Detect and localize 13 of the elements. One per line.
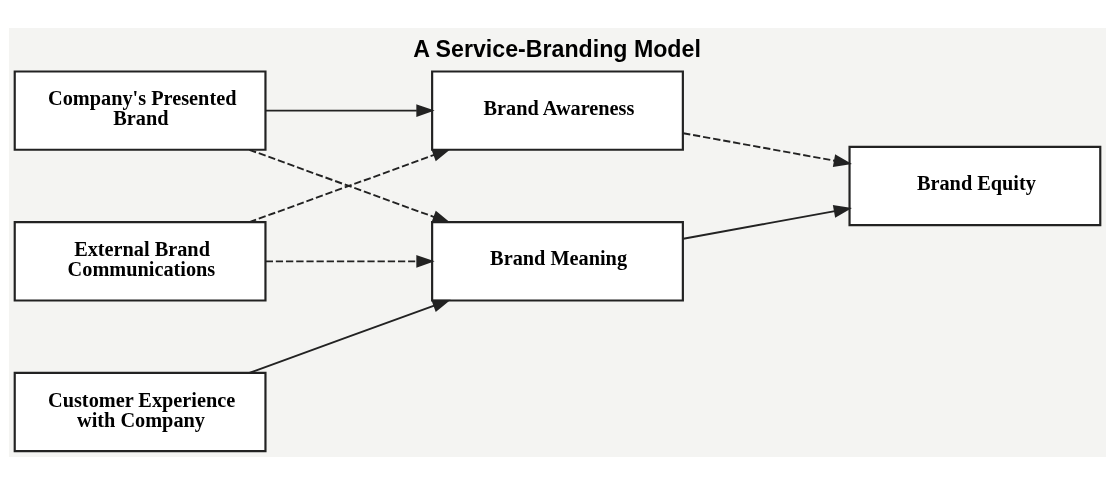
node-box: Brand Meaning (431, 220, 684, 302)
node-box: Customer Experience with Company (13, 371, 267, 452)
arrow (264, 254, 435, 268)
arrow (682, 131, 852, 167)
node-box: Company's Presented Brand (13, 69, 267, 151)
arrow (264, 103, 435, 117)
arrow (248, 299, 451, 374)
node-box: External Brand Communications (13, 220, 267, 302)
arrow (248, 148, 451, 223)
node-box: Brand Awareness (431, 69, 684, 151)
arrow (682, 204, 852, 240)
diagram-title: A Service-Branding Model (413, 35, 701, 62)
node-box: Brand Equity (848, 145, 1102, 226)
